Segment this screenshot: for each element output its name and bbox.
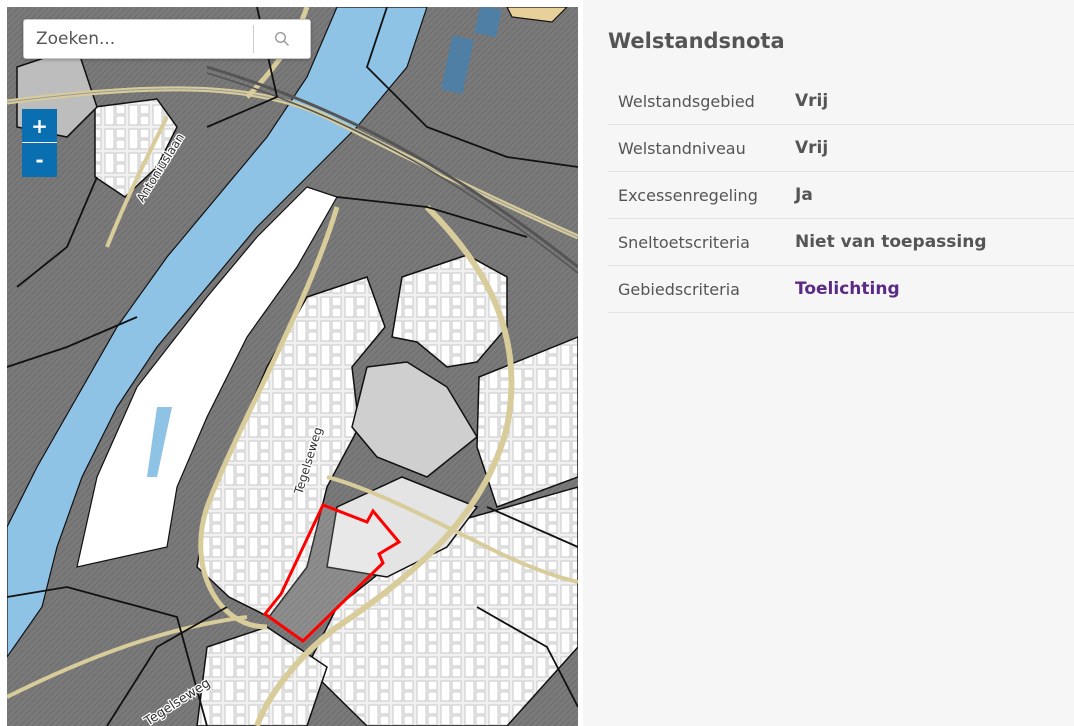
search-box <box>23 19 311 59</box>
parcel-light <box>326 476 479 578</box>
row-value-sneltoetscriteria: Niet van toepassing <box>795 232 987 252</box>
parcel-light <box>351 361 478 478</box>
table-row: Excessenregeling Ja <box>608 172 1074 219</box>
parcel-light <box>306 486 578 726</box>
row-label-welstandsgebied: Welstandsgebied <box>618 91 755 111</box>
water-basin <box>474 7 502 38</box>
parcel-tan <box>506 7 568 23</box>
district-boundary <box>106 606 228 726</box>
water-basin <box>440 35 474 94</box>
info-panel: Welstandsnota Welstandsgebied Vrij Welst… <box>583 0 1074 726</box>
panel-title: Welstandsnota <box>608 29 785 53</box>
search-divider <box>253 25 254 53</box>
table-row: Gebiedscriteria Toelichting <box>608 266 1074 313</box>
district-boundary <box>476 606 578 708</box>
road <box>198 206 340 630</box>
district-boundary <box>7 586 208 726</box>
parcel-light <box>391 254 508 368</box>
table-row: Welstandniveau Vrij <box>608 125 1074 172</box>
row-label-welstandniveau: Welstandniveau <box>618 138 746 158</box>
zoom-controls: + - <box>22 109 57 177</box>
row-label-gebiedscriteria: Gebiedscriteria <box>618 279 740 299</box>
search-icon <box>274 31 289 46</box>
parcel-light <box>94 98 178 198</box>
road <box>326 475 578 584</box>
row-label-excessenregeling: Excessenregeling <box>618 185 758 205</box>
search-button[interactable] <box>254 20 310 58</box>
search-input[interactable] <box>24 24 253 54</box>
parcel-light <box>196 626 328 726</box>
district-boundary <box>7 316 138 368</box>
district-boundary <box>365 7 578 168</box>
toelichting-link[interactable]: Toelichting <box>795 279 900 299</box>
table-row: Welstandsgebied Vrij <box>608 78 1074 125</box>
row-value-welstandniveau: Vrij <box>795 138 829 158</box>
row-value-welstandsgebied: Vrij <box>795 91 829 111</box>
selected-parcel[interactable] <box>262 503 402 643</box>
table-row: Sneltoetscriteria Niet van toepassing <box>608 219 1074 266</box>
district-boundary <box>16 176 98 288</box>
info-table: Welstandsgebied Vrij Welstandniveau Vrij… <box>608 78 1074 313</box>
district-boundary <box>336 196 528 238</box>
river <box>7 7 428 659</box>
road <box>254 204 515 726</box>
map-canvas[interactable]: Antoniuslaan Tegelseweg Tegelseweg <box>7 7 578 726</box>
row-label-sneltoetscriteria: Sneltoetscriteria <box>618 232 750 252</box>
zoom-in-button[interactable]: + <box>22 109 57 143</box>
row-value-gebiedscriteria: Toelichting <box>795 266 1074 313</box>
district-boundary <box>486 506 578 548</box>
railway <box>206 65 578 269</box>
map-view[interactable]: Antoniuslaan Tegelseweg Tegelseweg + - <box>7 7 578 726</box>
parcel-light <box>476 336 578 508</box>
riverbank-land <box>76 186 338 568</box>
railway <box>206 72 578 274</box>
row-value-excessenregeling: Ja <box>795 185 813 205</box>
riverbank-land <box>147 407 172 477</box>
road <box>105 116 169 248</box>
zoom-out-button[interactable]: - <box>22 143 57 177</box>
road <box>7 615 248 699</box>
